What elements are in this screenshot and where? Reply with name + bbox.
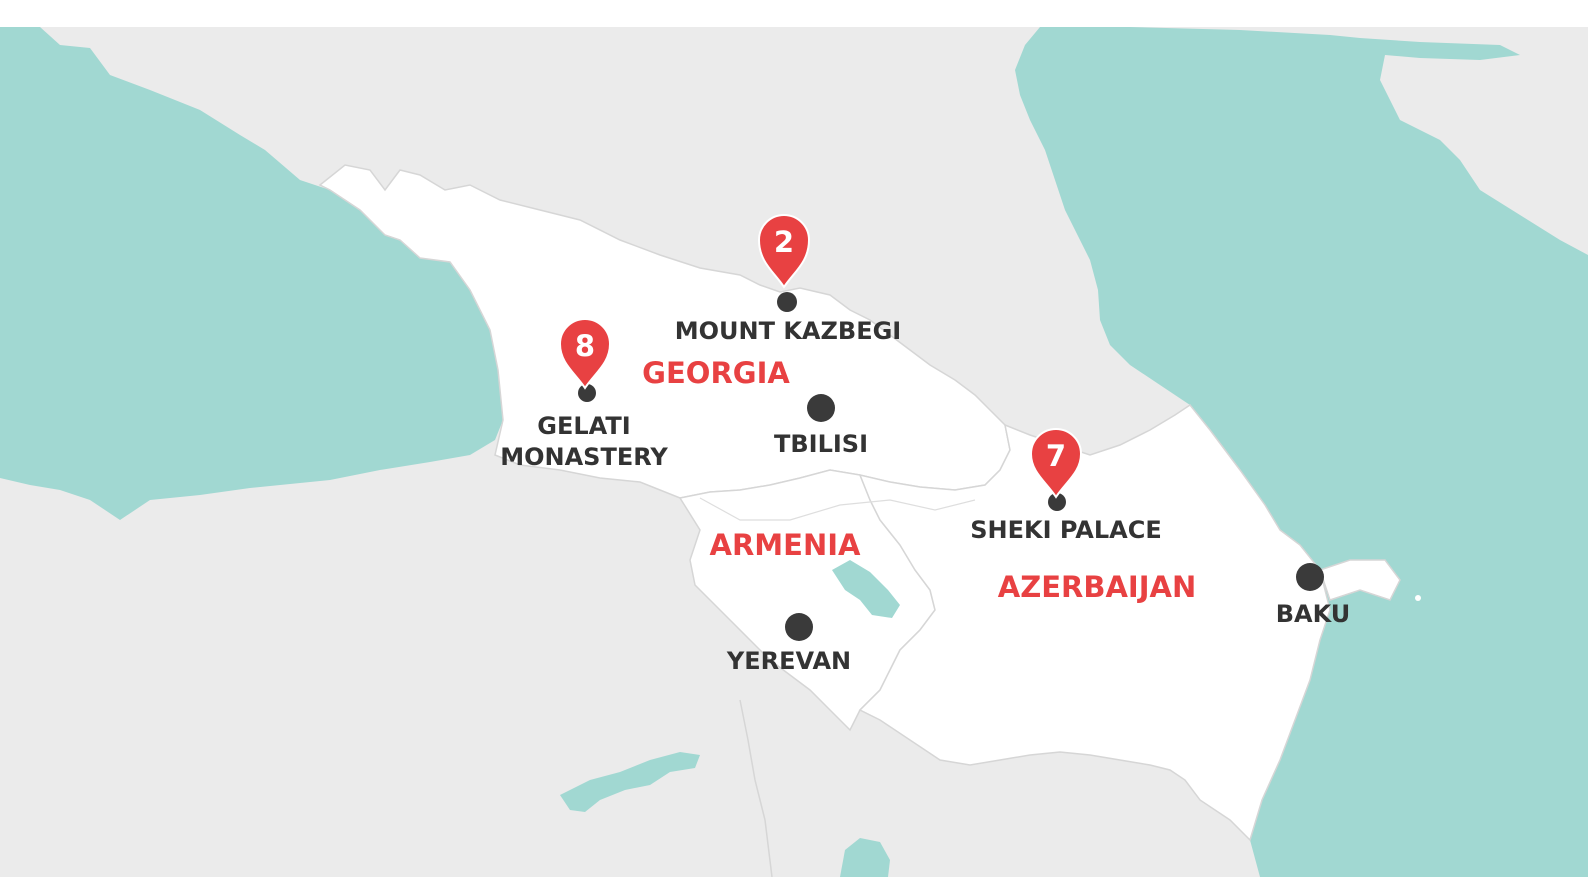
dot-tbilisi[interactable]: [807, 394, 835, 422]
label-armenia: ARMENIA: [710, 528, 862, 562]
map-pin-icon: [558, 318, 612, 390]
map-pin-icon: [757, 214, 811, 289]
island-dot: [1415, 595, 1421, 601]
label-georgia: GEORGIA: [642, 356, 790, 390]
label-tbilisi: TBILISI: [774, 430, 868, 458]
label-gelati-line2: MONASTERY: [500, 443, 668, 471]
marker-gelati[interactable]: 8: [558, 318, 612, 390]
dot-baku[interactable]: [1296, 563, 1324, 591]
lake-urmia: [840, 838, 890, 877]
label-azerbaijan: AZERBAIJAN: [998, 570, 1196, 604]
label-gelati-line1: GELATI: [537, 412, 630, 440]
label-yerevan: YEREVAN: [726, 647, 851, 675]
marker-sheki[interactable]: 7: [1029, 428, 1083, 499]
caspian-sea: [1015, 27, 1588, 877]
dot-sheki-palace[interactable]: [1048, 493, 1066, 511]
lake-sevan: [832, 560, 900, 618]
marker-number: 8: [575, 329, 595, 363]
marker-number: 7: [1046, 439, 1066, 473]
azerbaijan-shape: [858, 403, 1401, 842]
label-mount-kazbegi: MOUNT KAZBEGI: [675, 317, 901, 345]
map-pin-icon: [1029, 428, 1083, 499]
river-line: [739, 699, 773, 877]
dot-mount-kazbegi[interactable]: [777, 292, 797, 312]
dot-gelati-monastery[interactable]: [578, 384, 596, 402]
black-sea: [0, 27, 503, 520]
dot-yerevan[interactable]: [785, 613, 813, 641]
lake-van: [560, 752, 700, 812]
marker-number: 2: [774, 225, 794, 259]
river-line: [699, 497, 976, 521]
marker-kazbegi[interactable]: 2: [757, 214, 811, 289]
label-sheki-palace: SHEKI PALACE: [970, 516, 1161, 544]
label-baku: BAKU: [1276, 600, 1351, 628]
